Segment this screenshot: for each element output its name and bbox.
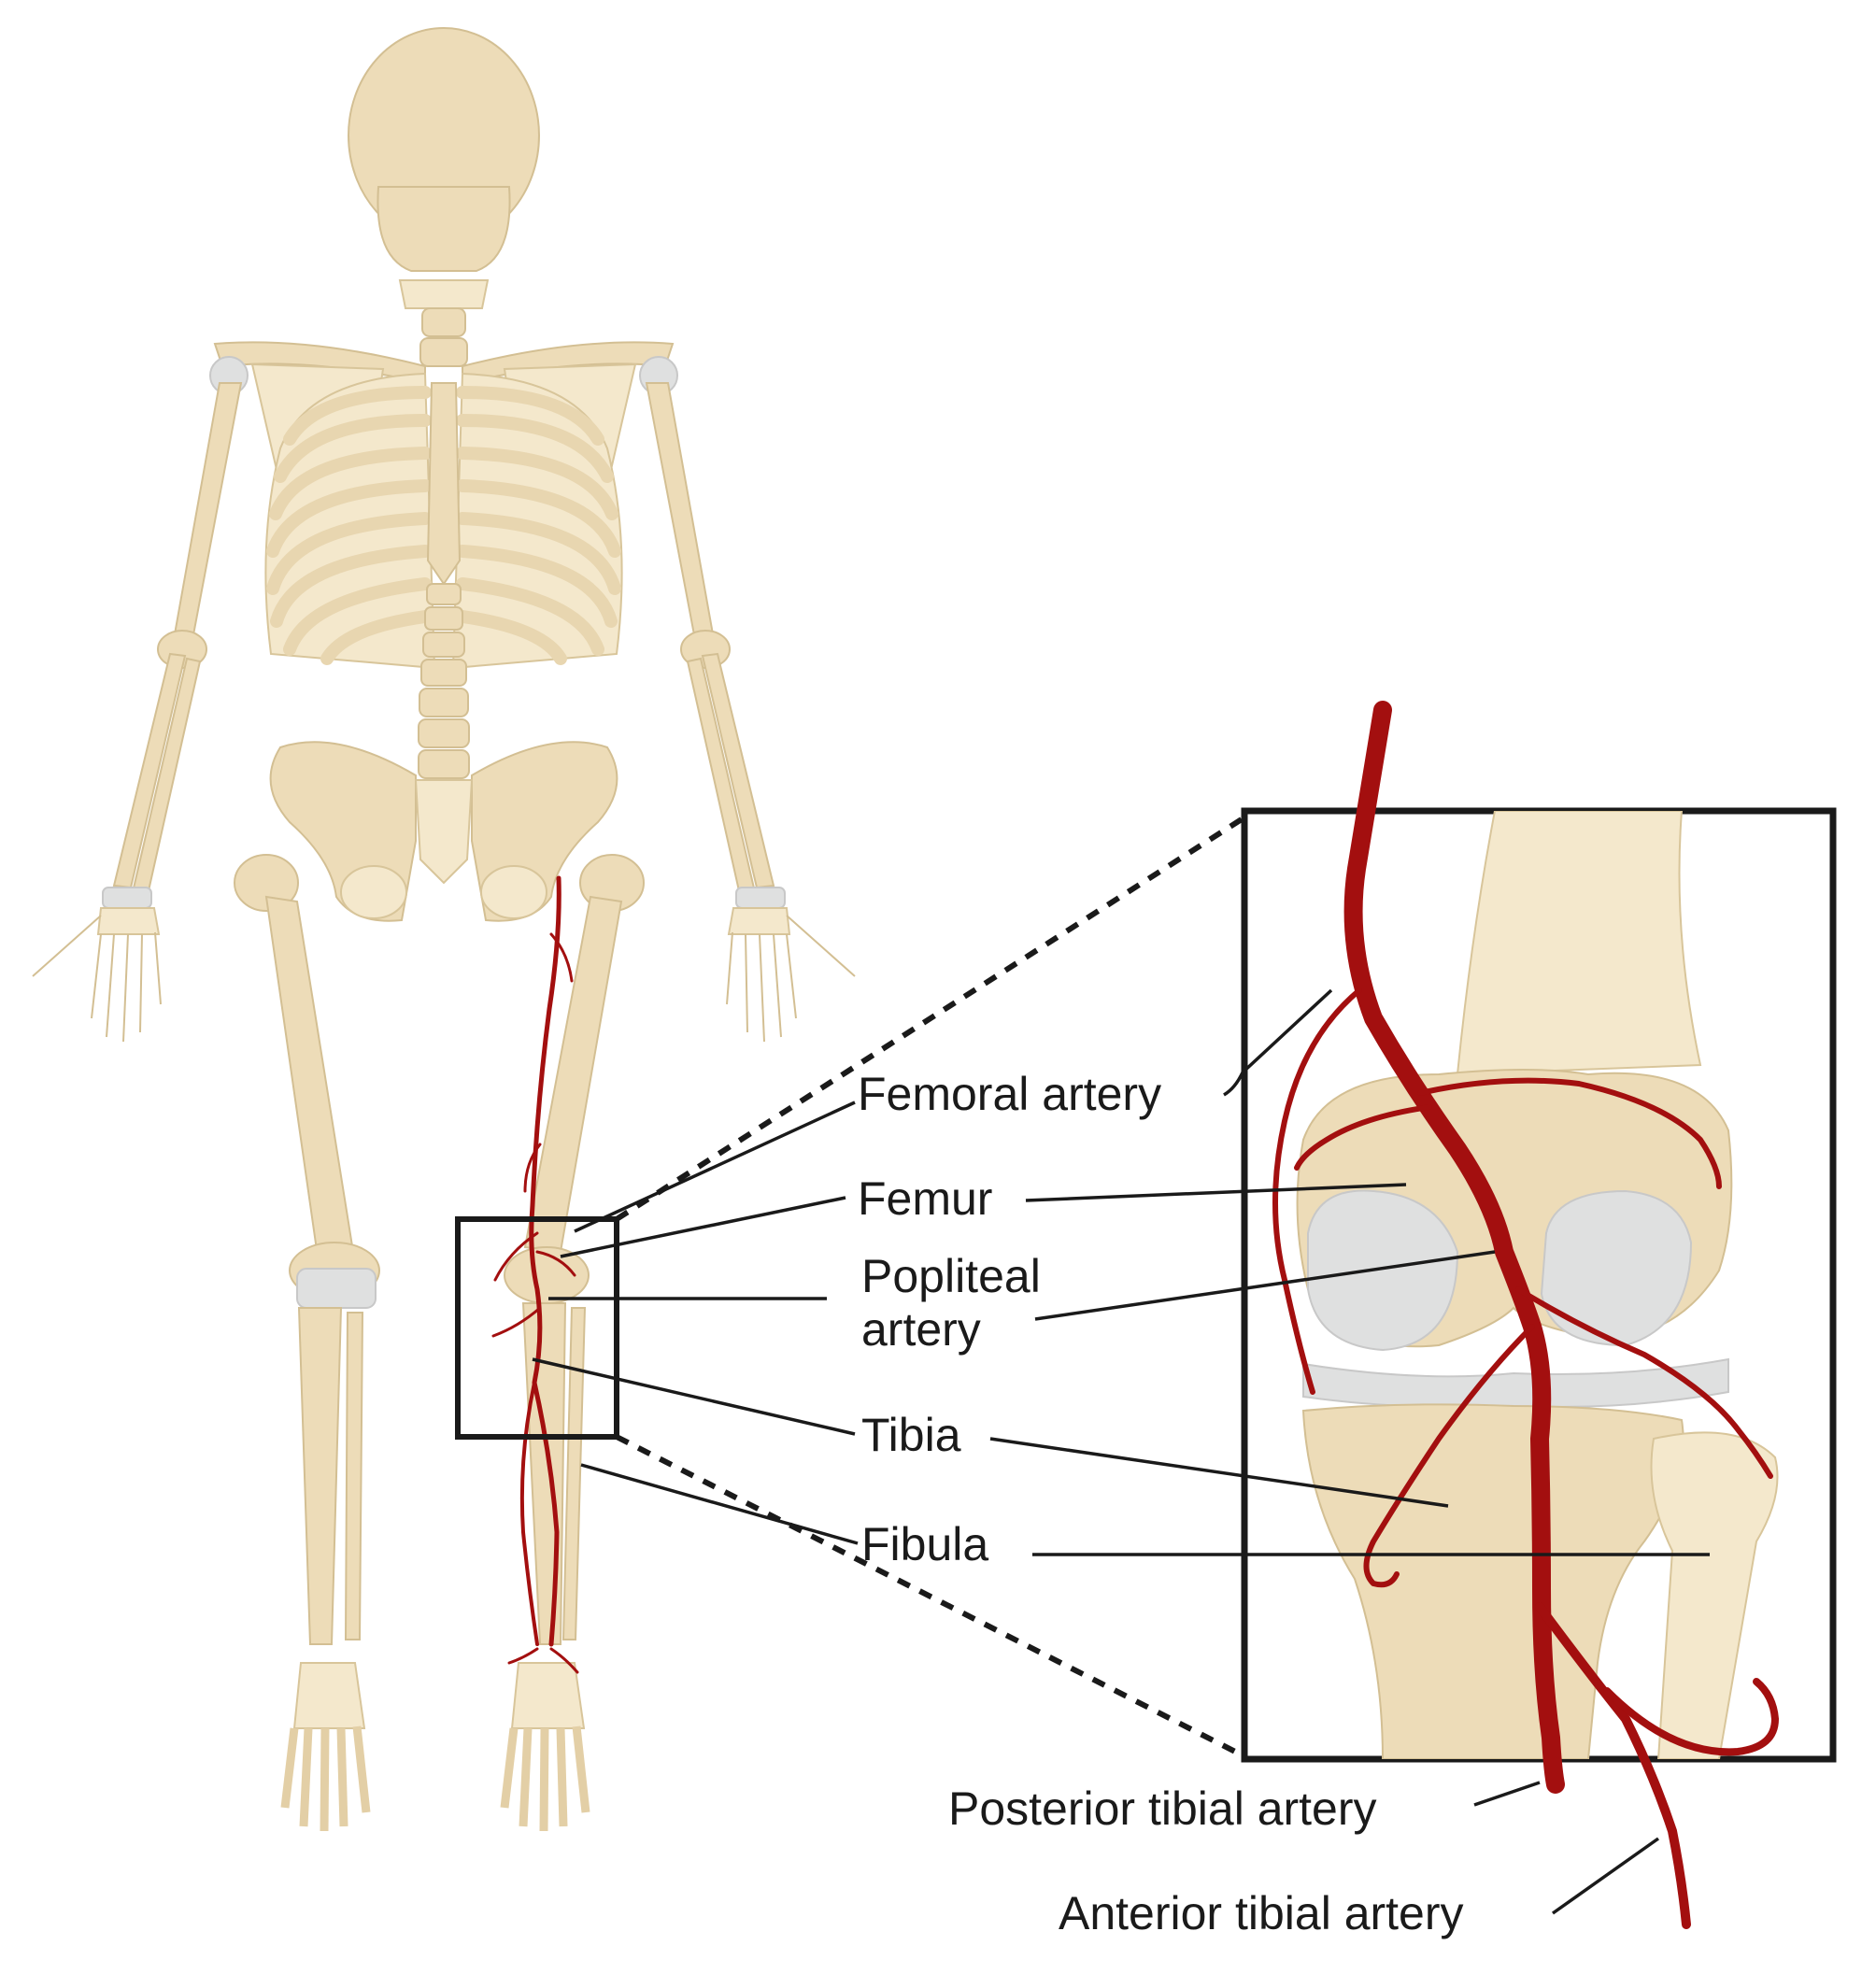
leg-arteries — [491, 875, 579, 1674]
rib-cage — [264, 372, 623, 670]
label-posterior-tibial-artery: Posterior tibial artery — [948, 1782, 1377, 1835]
label-femur: Femur — [858, 1172, 992, 1225]
right-arm — [645, 382, 856, 1043]
label-popliteal-artery-line1: Popliteal — [861, 1250, 1041, 1302]
knee-highlight-box — [455, 1216, 619, 1440]
label-popliteal-artery-line2: artery — [861, 1303, 981, 1356]
left-arm — [32, 382, 243, 1043]
skull — [348, 27, 540, 309]
cervical-spine — [419, 307, 468, 367]
label-anterior-tibial-artery: Anterior tibial artery — [1059, 1887, 1464, 1939]
left-leg — [234, 854, 380, 1832]
spine — [418, 583, 470, 779]
leader-lines — [532, 988, 1710, 1915]
label-fibula: Fibula — [861, 1518, 988, 1570]
label-femoral-artery: Femoral artery — [858, 1068, 1161, 1120]
right-leg — [500, 854, 645, 1832]
inset-arteries — [1272, 701, 1779, 1929]
labels: Femoral artery Femur Popliteal artery Ti… — [858, 1068, 1464, 1939]
pelvis — [269, 741, 618, 922]
projection-line-bottom — [615, 1434, 1246, 1759]
projection-line-top — [615, 815, 1246, 1222]
label-tibia: Tibia — [861, 1409, 961, 1461]
knee-inset — [1241, 701, 1837, 1929]
skeleton-illustration — [32, 27, 856, 1832]
